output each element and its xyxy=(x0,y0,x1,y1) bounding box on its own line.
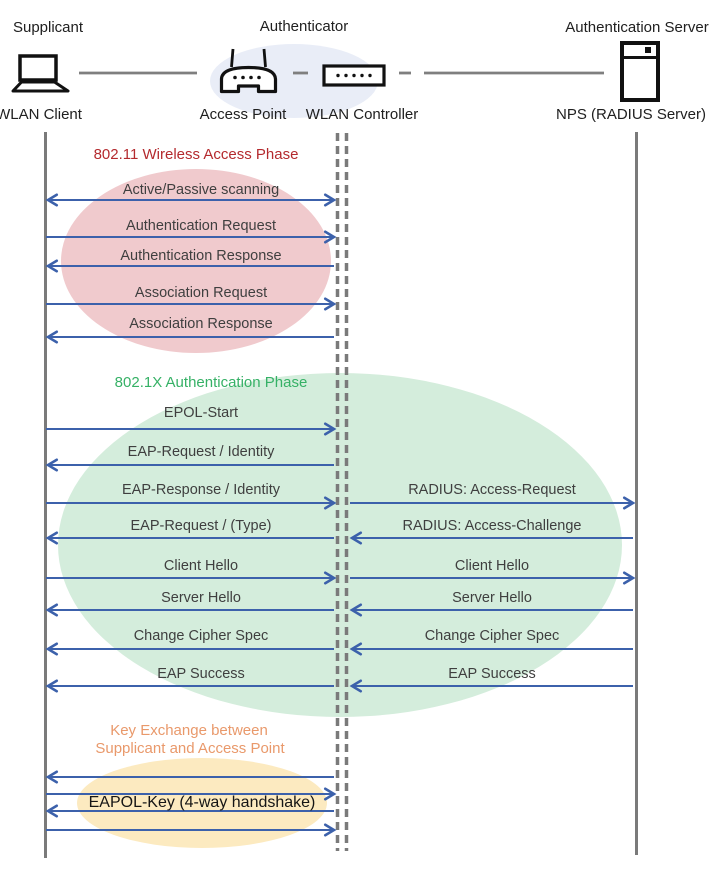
node-wlan-controller: WLAN Controller xyxy=(305,105,419,123)
node-nps: NPS (RADIUS Server) xyxy=(555,105,707,123)
message-label-server-hello-left: Server Hello xyxy=(161,590,241,607)
message-label-assoc-response: Association Response xyxy=(129,316,273,333)
message-label-auth-request: Authentication Request xyxy=(126,218,276,235)
arrows-controller-server xyxy=(350,503,633,686)
role-auth-server: Authentication Server xyxy=(565,18,709,36)
node-access-point: Access Point xyxy=(199,105,287,123)
phase-title-key-exchange-line1: Key Exchange between xyxy=(110,721,268,739)
laptop-icon xyxy=(11,54,70,93)
message-label-server-hello-right: Server Hello xyxy=(452,590,532,607)
message-label-eap-resp-identity: EAP-Response / Identity xyxy=(122,482,280,499)
message-label-radius-access-request: RADIUS: Access-Request xyxy=(408,482,576,499)
lifelines xyxy=(44,132,638,858)
message-label-eap-req-type: EAP-Request / (Type) xyxy=(130,518,272,535)
wireless-access-phase-ellipse xyxy=(61,169,331,353)
message-label-eap-success-left: EAP Success xyxy=(157,666,245,683)
access-point-icon xyxy=(219,48,278,94)
message-label-client-hello-left: Client Hello xyxy=(163,558,239,575)
message-label-auth-response: Authentication Response xyxy=(120,248,282,265)
message-label-eap-success-right: EAP Success xyxy=(448,666,536,683)
authenticator-ellipse xyxy=(210,44,378,118)
key-exchange-ellipse xyxy=(77,758,327,848)
message-label-change-cipher-right: Change Cipher Spec xyxy=(424,628,560,645)
role-supplicant: Supplicant xyxy=(12,18,84,36)
message-label-radius-access-challenge: RADIUS: Access-Challenge xyxy=(402,518,582,535)
message-label-client-hello-right: Client Hello xyxy=(454,558,530,575)
wlan-controller-icon xyxy=(322,64,386,87)
message-label-eapol-key: EAPOL-Key (4-way handshake) xyxy=(88,794,316,812)
message-label-epol-start: EPOL-Start xyxy=(163,405,239,422)
phase-title-authentication: 802.1X Authentication Phase xyxy=(114,373,308,391)
phase-title-wireless-access: 802.11 Wireless Access Phase xyxy=(93,145,299,163)
message-label-change-cipher-left: Change Cipher Spec xyxy=(133,628,269,645)
message-label-scanning: Active/Passive scanning xyxy=(122,182,280,199)
phase-title-key-exchange-line2: Supplicant and Access Point xyxy=(95,739,285,757)
role-authenticator: Authenticator xyxy=(259,17,349,35)
message-label-assoc-request: Association Request xyxy=(134,285,268,302)
arrows-client-controller xyxy=(46,200,334,830)
message-label-eap-req-identity: EAP-Request / Identity xyxy=(127,444,275,461)
authentication-phase-ellipse xyxy=(58,373,622,717)
server-icon xyxy=(620,41,660,102)
node-wlan-client: WLAN Client xyxy=(0,105,82,123)
